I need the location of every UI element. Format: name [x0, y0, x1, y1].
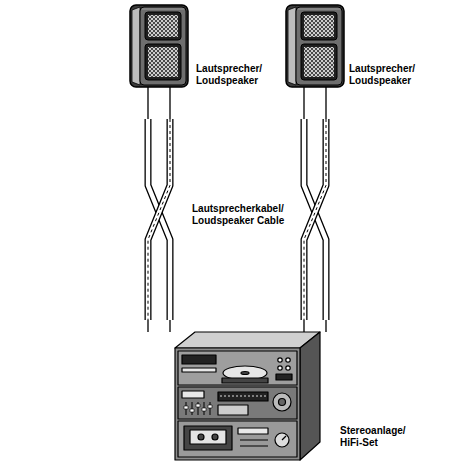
- cable-pin: [148, 87, 170, 332]
- loudspeaker-left: [130, 5, 188, 87]
- loudspeaker-node: Lautsprecher/ Loudspeaker: [286, 5, 344, 87]
- cable-marking: [304, 119, 326, 320]
- cable-wire: [304, 119, 326, 320]
- cable-wire-outline: [304, 119, 326, 320]
- cable-pin: [304, 87, 326, 332]
- cable-wire: [148, 119, 170, 320]
- cable-label: Lautsprecherkabel/ Loudspeaker Cable: [192, 203, 285, 227]
- loudspeaker-right: [286, 5, 344, 87]
- cable-pin: [148, 87, 170, 332]
- cable-wire-outline: [148, 119, 170, 320]
- loudspeaker-cable: [304, 87, 326, 332]
- hifi-set: [175, 332, 320, 460]
- cable-pin: [304, 87, 326, 332]
- cable-wire: [304, 119, 326, 320]
- cable-wire-outline: [304, 119, 326, 320]
- loudspeaker-label: Lautsprecher/ Loudspeaker: [349, 63, 417, 87]
- loudspeaker-node: Lautsprecher/ Loudspeaker: [130, 5, 188, 87]
- cable-wire: [148, 119, 170, 320]
- cable-marking: [148, 119, 170, 320]
- hifi-set-label: Stereoanlage/ HiFi-Set: [340, 425, 407, 449]
- loudspeaker-cable: [148, 87, 170, 332]
- hifi-set-node: Stereoanlage/ HiFi-Set: [175, 332, 320, 460]
- loudspeaker-label: Lautsprecher/ Loudspeaker: [196, 63, 264, 87]
- cable-wire-outline: [148, 119, 170, 320]
